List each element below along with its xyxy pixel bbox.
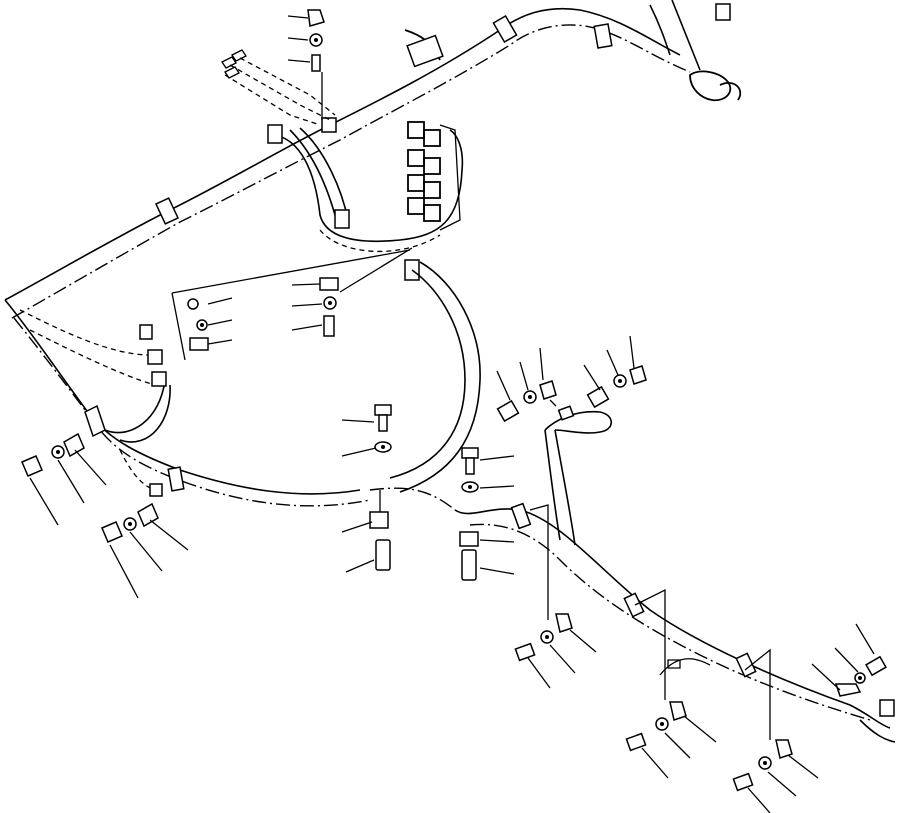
right-lower-harness xyxy=(454,410,896,743)
mid-bracket-parts xyxy=(171,247,420,361)
main-harness-upper xyxy=(4,0,701,319)
top-fastener-stack xyxy=(287,9,325,120)
left-harness-branch xyxy=(4,299,371,507)
upper-clamps xyxy=(155,3,742,225)
upper-right-fasteners xyxy=(496,335,647,423)
far-right-fasteners xyxy=(811,623,887,697)
lower-right-fasteners-b xyxy=(732,739,819,813)
lower-mid-fasteners xyxy=(514,613,597,689)
lower-right-fasteners-a xyxy=(625,701,717,779)
upper-left-wires xyxy=(221,49,336,126)
left-fasteners xyxy=(21,432,189,599)
connector-bundle xyxy=(267,117,464,252)
center-loop-hose xyxy=(369,261,481,511)
right-center-bolt-stack xyxy=(459,447,515,581)
center-bolt-stack xyxy=(341,404,392,573)
support-brackets xyxy=(529,504,771,740)
